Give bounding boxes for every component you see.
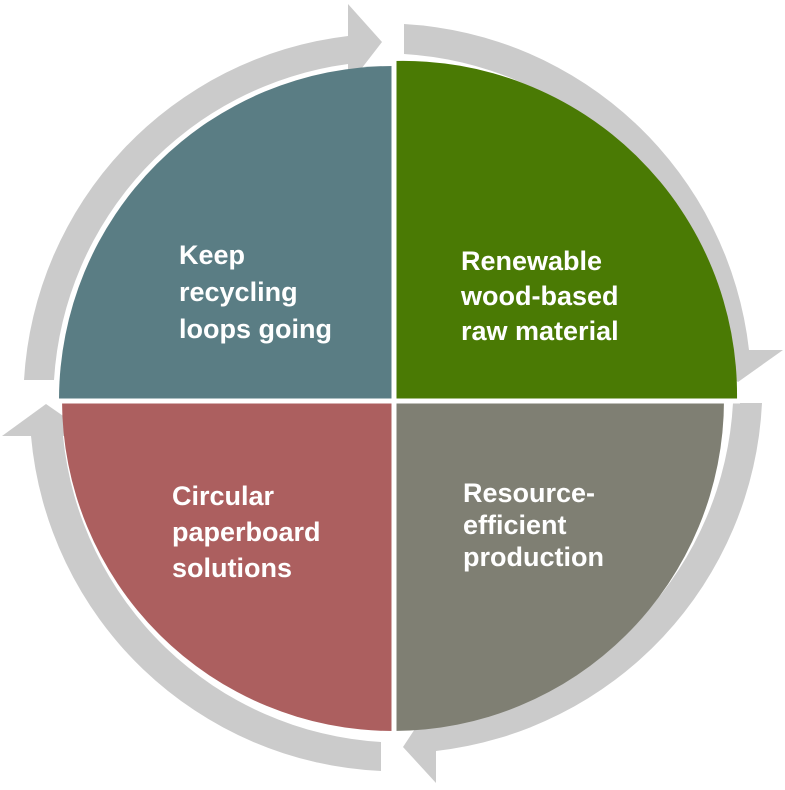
ring-arrow-left bbox=[2, 404, 381, 771]
label-renewable-material: Renewable wood-based raw material bbox=[460, 246, 623, 346]
label-line: loops going bbox=[179, 314, 332, 344]
ring-arrow-right bbox=[404, 24, 783, 382]
label-line: Keep bbox=[179, 240, 245, 270]
quadrant-renewable-material bbox=[393, 60, 738, 401]
label-line: wood-based bbox=[460, 281, 619, 311]
quadrant-keep-recycling bbox=[59, 66, 393, 400]
label-line: Resource- bbox=[463, 478, 595, 508]
quadrant-resource-efficient bbox=[393, 400, 724, 731]
label-line: paperboard bbox=[172, 517, 321, 547]
label-line: efficient bbox=[463, 510, 567, 540]
label-line: Circular bbox=[172, 481, 275, 511]
label-line: solutions bbox=[172, 553, 292, 583]
label-line: raw material bbox=[461, 316, 619, 346]
ring-arrow-bottom bbox=[403, 403, 762, 783]
label-circular-solutions: Circular paperboard solutions bbox=[172, 481, 325, 583]
label-resource-efficient: Resource- efficient production bbox=[463, 478, 604, 572]
label-line: production bbox=[463, 542, 604, 572]
ring-arrow-top bbox=[24, 4, 382, 380]
label-keep-recycling: Keep recycling loops going bbox=[179, 240, 332, 344]
quadrant-circular-solutions bbox=[62, 400, 393, 731]
label-line: recycling bbox=[179, 277, 298, 307]
label-line: Renewable bbox=[461, 246, 602, 276]
